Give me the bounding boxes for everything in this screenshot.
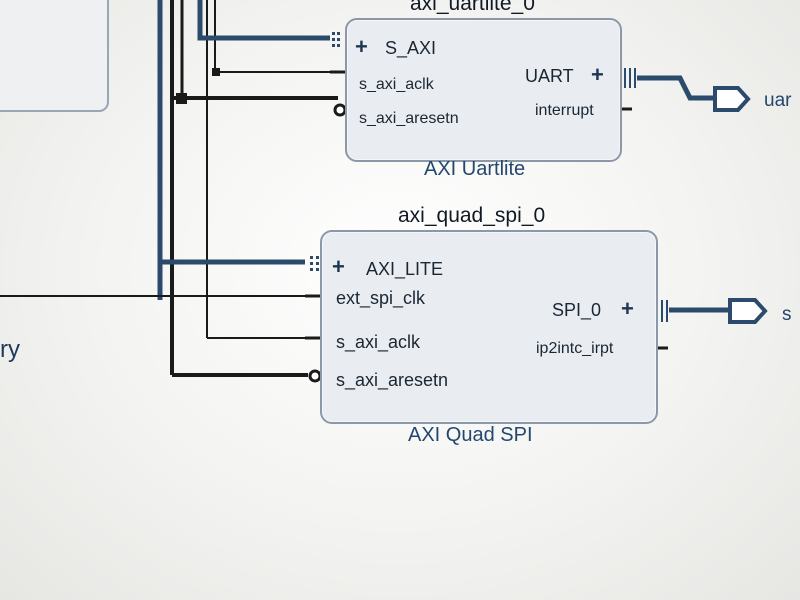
uart-port-arrow-icon bbox=[713, 86, 751, 112]
quad-spi-instance-name: axi_quad_spi_0 bbox=[398, 204, 546, 227]
left-block-label-fragment: ry bbox=[0, 336, 20, 363]
spi-port-arrow-icon bbox=[728, 298, 768, 324]
wire-s-axi-bus bbox=[197, 0, 330, 41]
s-axi-expand-icon[interactable]: + bbox=[355, 34, 368, 59]
uartlite-block[interactable]: + S_AXI s_axi_aclk s_axi_aresetn UART + … bbox=[345, 18, 622, 162]
spi-external-port-label[interactable]: s bbox=[782, 304, 792, 325]
uart-bus-connector-icon bbox=[619, 68, 636, 88]
ext-spi-clk-pin: ext_spi_clk bbox=[336, 288, 426, 308]
left-block-fragment[interactable] bbox=[0, 0, 109, 112]
axi-lite-connector-icon bbox=[310, 256, 319, 271]
reset-bubble-icon bbox=[308, 369, 322, 383]
axi-lite-expand-icon[interactable]: + bbox=[332, 254, 345, 279]
axi-lite-pin: AXI_LITE bbox=[366, 259, 444, 279]
spi-s-axi-aclk-pin: s_axi_aclk bbox=[336, 332, 421, 352]
wire-junction bbox=[212, 68, 220, 76]
uartlite-instance-name: axi_uartlite_0 bbox=[410, 0, 535, 15]
quad-spi-block[interactable]: + AXI_LITE ext_spi_clk s_axi_aclk s_axi_… bbox=[320, 230, 658, 424]
uart-s-axi-aclk-pin: s_axi_aclk bbox=[359, 76, 434, 93]
quad-spi-ip-name: AXI Quad SPI bbox=[408, 424, 533, 446]
wire-junction bbox=[176, 93, 187, 104]
uart-expand-icon[interactable]: + bbox=[591, 62, 604, 87]
uartlite-ip-name: AXI Uartlite bbox=[424, 158, 526, 180]
ip2intc-irpt-pin: ip2intc_irpt bbox=[536, 340, 614, 357]
uart-s-axi-aresetn-pin: s_axi_aresetn bbox=[359, 110, 459, 127]
uart-interrupt-pin: interrupt bbox=[535, 102, 594, 119]
uart-bus-pin: UART bbox=[525, 66, 574, 86]
s-axi-pin: S_AXI bbox=[385, 38, 437, 58]
s-axi-connector-icon bbox=[332, 32, 340, 47]
spi-0-pin: SPI_0 bbox=[552, 300, 602, 320]
uart-external-port-label[interactable]: uar bbox=[764, 90, 792, 111]
spi-s-axi-aresetn-pin: s_axi_aresetn bbox=[336, 370, 449, 390]
spi-0-expand-icon[interactable]: + bbox=[621, 296, 634, 321]
reset-bubble-icon bbox=[333, 103, 347, 117]
wire-uart-out bbox=[637, 75, 715, 101]
